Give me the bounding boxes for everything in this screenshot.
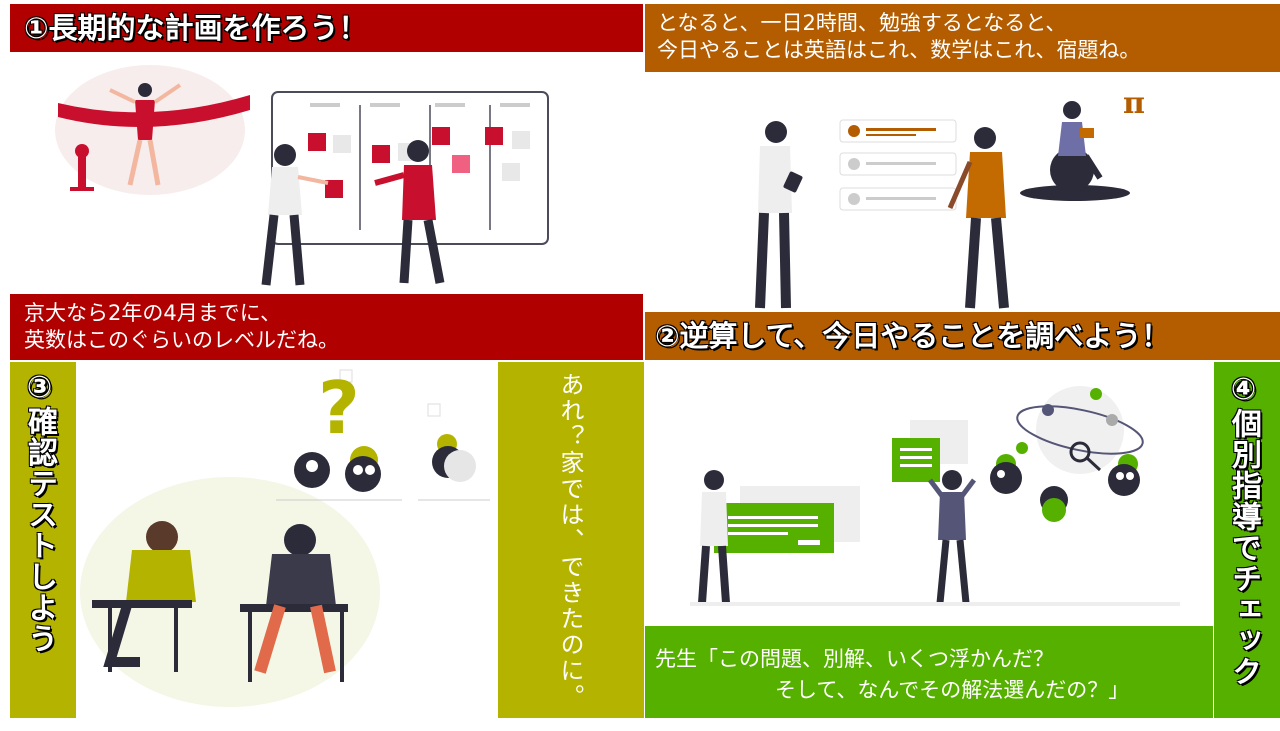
question-mark: ? [318, 366, 360, 450]
q2-heading: ②逆算して、今日やることを調べよう！ [655, 319, 1171, 353]
planning-illustration [55, 65, 549, 286]
tutoring-illustration [690, 386, 1180, 606]
test-illustration [80, 369, 490, 707]
pi-symbol: π [1123, 86, 1145, 121]
q1-caption-bar: 京大なら2年の4月までに、 英数はこのぐらいのレベルだね。 [10, 294, 643, 360]
q2-heading-bar: ②逆算して、今日やることを調べよう！ [645, 312, 1280, 360]
q1-heading-bar: ①長期的な計画を作ろう！ [10, 4, 643, 52]
q2-caption-bar: となると、一日2時間、勉強するとなると、 今日やることは英語はこれ、数学はこれ、… [645, 4, 1280, 72]
q4-caption-bar: 先生「この問題、別解、いくつ浮かんだ？ そして、なんでその解法選んだの？」 [645, 626, 1213, 718]
q4-side-label: ④個別指導でチェック [1226, 372, 1261, 687]
q3-speech-bar: あれ？家では、できたのに。 [498, 362, 644, 718]
q4-caption-line-2: そして、なんでその解法選んだの？」 [775, 678, 1130, 702]
q1-heading: ①長期的な計画を作ろう！ [24, 11, 368, 45]
q3-side-label: ③確認テストしよう [22, 370, 57, 654]
reverse-planning-illustration [755, 101, 1130, 309]
q4-side-bar: ④個別指導でチェック [1214, 362, 1280, 718]
q3-speech: あれ？家では、できたのに。 [556, 372, 584, 710]
q2-caption-line-1: となると、一日2時間、勉強するとなると、 [657, 11, 1067, 35]
q2-caption-line-2: 今日やることは英語はこれ、数学はこれ、宿題ね。 [657, 38, 1141, 62]
q4-caption-line-1: 先生「この問題、別解、いくつ浮かんだ？ [655, 647, 1054, 671]
q1-caption-line-1: 京大なら2年の4月までに、 [24, 301, 282, 325]
q3-side-bar: ③確認テストしよう [10, 362, 76, 718]
q1-caption-line-2: 英数はこのぐらいのレベルだね。 [24, 328, 339, 352]
